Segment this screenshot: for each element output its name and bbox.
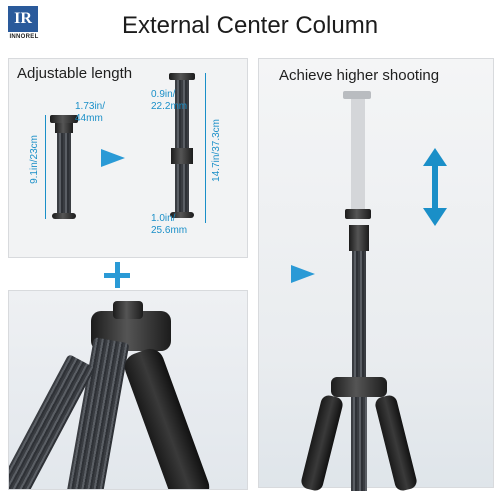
short-column-tube — [57, 133, 71, 213]
short-length-label: 9.1in/23cm — [29, 135, 40, 184]
adjustable-length-panel: Adjustable length 1.73in/ 44mm 9.1in/23c… — [8, 58, 248, 258]
long-column-clamp — [171, 148, 193, 164]
short-length-dim-line — [45, 115, 46, 219]
tripod-head-plate — [331, 377, 387, 397]
tripod-leg-foam — [120, 344, 214, 489]
ghost-column-tube — [351, 99, 365, 209]
long-column-top-plate — [169, 73, 195, 80]
long-column-lower-tube — [175, 164, 189, 212]
long-column-upper-tube — [175, 80, 189, 148]
bottom-end-label: 1.0in/ 25.6mm — [151, 213, 188, 236]
up-down-arrow-icon — [422, 148, 448, 226]
column-top-plate — [345, 209, 371, 219]
column-clamp — [349, 225, 369, 251]
short-column-base — [52, 213, 76, 219]
full-length-dim-line — [205, 73, 206, 223]
tripod-leg-center — [351, 397, 367, 491]
adjustable-length-label: Adjustable length — [17, 65, 133, 82]
right-arrow-icon — [291, 265, 315, 283]
right-arrow-icon — [101, 149, 125, 167]
tripod-leg-left — [299, 393, 345, 493]
brand-name: INNOREL — [9, 34, 39, 40]
short-column-clamp — [55, 123, 73, 133]
plus-icon — [104, 262, 130, 288]
higher-shooting-label: Achieve higher shooting — [279, 67, 440, 84]
column-tube — [352, 251, 366, 379]
page-title: External Center Column — [121, 12, 379, 39]
brand-mark: IR — [8, 6, 38, 32]
short-column-top-plate — [50, 115, 78, 123]
full-length-label: 14.7in/37.3cm — [211, 119, 222, 182]
higher-shooting-panel: Achieve higher shooting — [258, 58, 494, 493]
ghost-column-top — [343, 91, 371, 99]
top-end-label: 0.9in/ 22.2mm — [151, 89, 188, 112]
long-column-base — [170, 212, 194, 218]
tripod-leg-right — [373, 393, 419, 493]
tripod-center-knob — [113, 301, 143, 319]
top-width-label: 1.73in/ 44mm — [75, 101, 106, 124]
tripod-closeup-panel — [8, 290, 248, 490]
brand-logo: IR INNOREL — [6, 6, 40, 46]
